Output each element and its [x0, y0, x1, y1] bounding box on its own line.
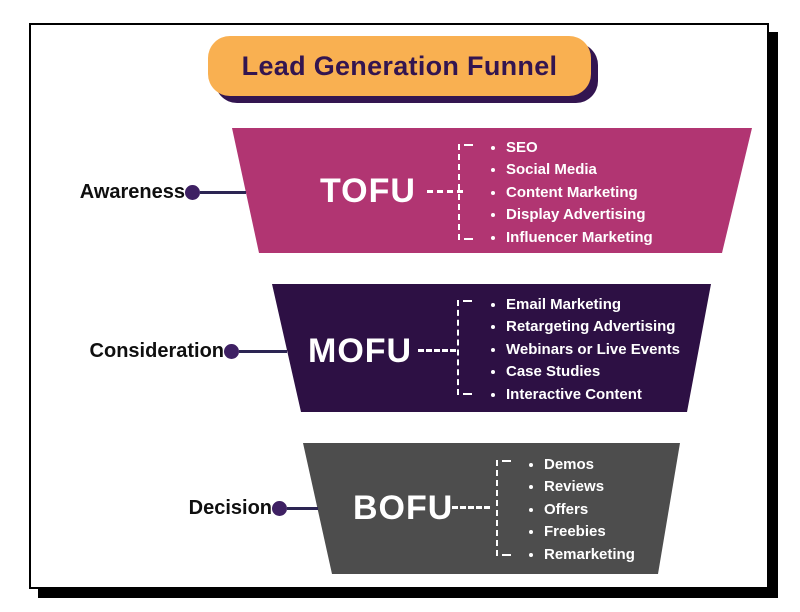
list-bracket [496, 460, 512, 556]
stage-label-consideration: Consideration [89, 339, 224, 362]
tactics-list-mofu: Email Marketing Retargeting Advertising … [490, 294, 680, 406]
list-item: Display Advertising [506, 204, 653, 226]
funnel-stage-bofu: BOFU Demos Reviews Offers Freebies Remar… [303, 443, 680, 574]
dash-connector [427, 190, 463, 193]
title-badge: Lead Generation Funnel [208, 36, 591, 96]
funnel-stage-mofu: MOFU Email Marketing Retargeting Adverti… [272, 284, 711, 412]
dash-connector [452, 506, 490, 509]
list-item: Remarketing [544, 544, 635, 566]
page-title: Lead Generation Funnel [241, 50, 558, 81]
list-item: Freebies [544, 521, 635, 543]
list-item: Webinars or Live Events [506, 339, 680, 361]
tactics-list-bofu: Demos Reviews Offers Freebies Remarketin… [528, 454, 635, 566]
connector-dot-icon [224, 343, 239, 359]
stage-callout-decision: Decision [163, 496, 318, 520]
list-item: Demos [544, 454, 635, 476]
list-item: Content Marketing [506, 182, 653, 204]
list-item: SEO [506, 137, 653, 159]
list-item: Reviews [544, 476, 635, 498]
connector-dot-icon [185, 184, 200, 200]
connector-dot-icon [272, 500, 287, 516]
connector-line [239, 349, 287, 353]
stage-callout-awareness: Awareness [48, 180, 246, 204]
list-bracket [458, 144, 474, 240]
border-frame [29, 23, 769, 589]
list-bracket [457, 300, 473, 395]
stage-label-decision: Decision [188, 496, 272, 519]
list-item: Social Media [506, 159, 653, 181]
stage-acronym-bofu: BOFU [353, 489, 454, 527]
bracket-tick [463, 300, 472, 302]
stage-callout-consideration: Consideration [60, 339, 287, 363]
list-item: Email Marketing [506, 294, 680, 316]
funnel-stage-tofu: TOFU SEO Social Media Content Marketing … [232, 128, 752, 253]
list-item: Case Studies [506, 361, 680, 383]
connector-line [200, 190, 246, 194]
stage-acronym-tofu: TOFU [320, 172, 416, 210]
list-item: Influencer Marketing [506, 227, 653, 249]
tactics-list-tofu: SEO Social Media Content Marketing Displ… [490, 137, 653, 249]
list-item: Retargeting Advertising [506, 316, 680, 338]
bracket-tick [464, 144, 473, 146]
stage-acronym-mofu: MOFU [308, 332, 413, 370]
connector-line [287, 506, 318, 510]
list-item: Interactive Content [506, 384, 680, 406]
bracket-tick [502, 460, 511, 462]
bracket-tick [502, 554, 511, 556]
list-item: Offers [544, 499, 635, 521]
bracket-tick [464, 238, 473, 240]
bracket-tick [463, 393, 472, 395]
dash-connector [418, 349, 456, 352]
stage-label-awareness: Awareness [79, 180, 185, 203]
